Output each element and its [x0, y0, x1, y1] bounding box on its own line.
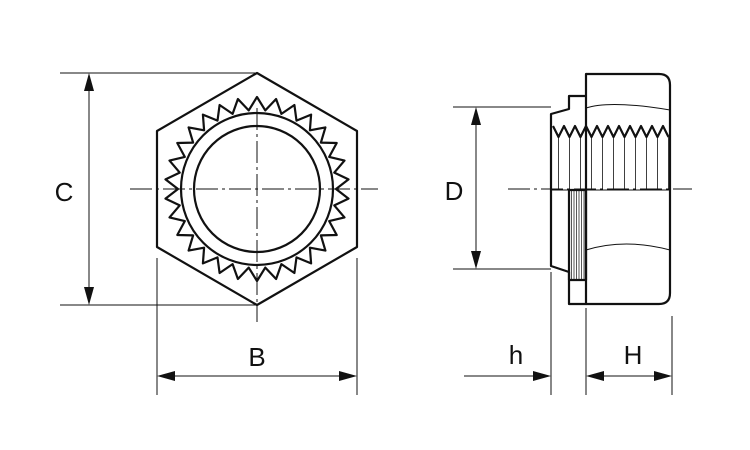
arrowhead	[654, 371, 672, 381]
front-view	[130, 71, 378, 322]
thread-profile	[552, 124, 670, 139]
dimension-label-b: B	[248, 342, 265, 372]
knurl-lines	[571, 191, 585, 279]
dimension-b: B	[156, 258, 358, 395]
dimension-label-c: C	[55, 177, 74, 207]
undercut-groove	[585, 103, 671, 111]
hex-corner-curve	[585, 243, 671, 251]
knurl-band	[567, 188, 588, 282]
arrowhead	[586, 371, 604, 381]
dimension-h-lower: h	[464, 272, 587, 395]
dimension-label-h-upper: H	[624, 340, 643, 370]
thread-lines	[558, 137, 669, 190]
arrowhead	[533, 371, 551, 381]
dimension-c: C	[55, 72, 257, 306]
nut-body-outline	[586, 72, 672, 306]
arrowhead	[84, 73, 94, 91]
arrowhead	[157, 371, 175, 381]
dimension-label-d: D	[445, 176, 464, 206]
dimension-h-upper: H	[586, 316, 673, 395]
dimension-d: D	[445, 106, 551, 270]
arrowhead	[84, 287, 94, 305]
arrowhead	[339, 371, 357, 381]
arrowhead	[471, 251, 481, 269]
side-view	[508, 72, 692, 306]
dimension-label-h-lower: h	[509, 340, 523, 370]
arrowhead	[471, 107, 481, 125]
